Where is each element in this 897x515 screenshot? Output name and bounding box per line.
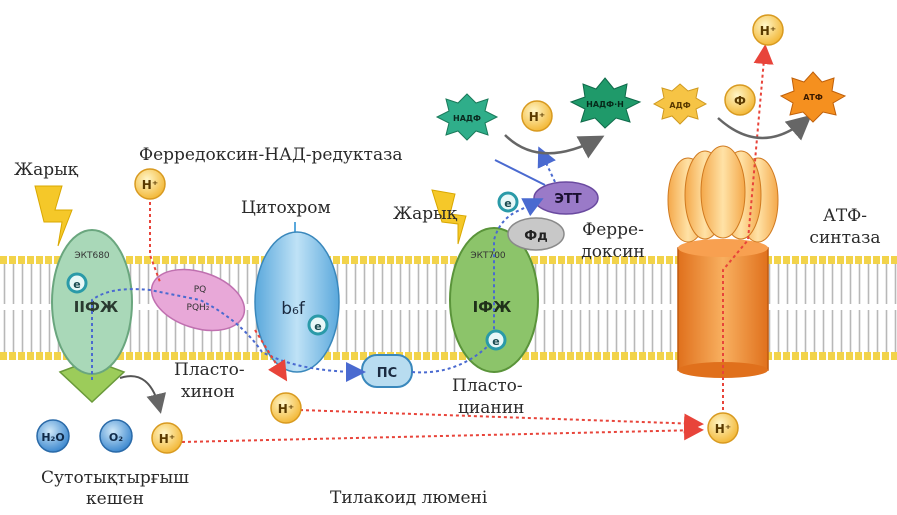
svg-text:e: e [492, 335, 499, 348]
svg-text:H⁺: H⁺ [278, 402, 294, 416]
proton-circle: H⁺ [753, 15, 783, 45]
ferredoxin-nad-reductase-label: Ферредоксин-НАД-редуктаза [139, 145, 403, 165]
water-split-arc [120, 376, 160, 410]
proton-circle: H⁺ [152, 423, 182, 453]
cytochrome-label: Цитохром [241, 198, 331, 218]
atp-synthase-stalk [678, 248, 768, 370]
svg-text:H⁺: H⁺ [529, 110, 545, 124]
phosphate-circle: Ф [725, 85, 755, 115]
svg-text:H⁺: H⁺ [715, 422, 731, 436]
atp-head-lobe [701, 146, 745, 238]
ett-label: ЭТТ [554, 192, 581, 207]
fd-label: Фд [524, 229, 547, 244]
electron-path-to-nadp [540, 150, 555, 182]
plastocyanin: ПС [362, 355, 412, 387]
ferredoxin-label-line1: Ферре- [568, 220, 658, 240]
svg-text:H⁺: H⁺ [760, 24, 776, 38]
nadp-reduction-arc [505, 135, 600, 153]
atp-synthase-head [668, 146, 778, 242]
svg-text:H⁺: H⁺ [159, 432, 175, 446]
electron-badge: e [68, 274, 86, 292]
nadp-starburst: НАДФ [437, 94, 497, 140]
electron-badge: e [309, 316, 327, 334]
plastocyanin-label-line1: Пласто- [452, 376, 523, 396]
proton-circle: H⁺ [522, 101, 552, 131]
p680-label: ЭКТ680 [74, 251, 110, 261]
svg-text:e: e [504, 197, 511, 210]
svg-text:НАДФ: НАДФ [453, 114, 481, 123]
light-bolt-left-icon [35, 186, 72, 246]
light-label-left: Жарық [14, 160, 78, 180]
svg-text:АТФ: АТФ [803, 93, 823, 102]
atp-starburst: АТФ [781, 72, 845, 122]
ferredoxin-label-line2: доксин [568, 242, 658, 262]
fnr-pointer [495, 160, 545, 185]
atp-synthase-label-line2: синтаза [800, 228, 890, 248]
svg-text:АДФ: АДФ [669, 101, 690, 110]
svg-text:H⁺: H⁺ [142, 178, 158, 192]
water-molecule: H₂O [37, 420, 69, 452]
cytochrome-b6f: b₆f [255, 222, 339, 372]
atp-formation-arc [718, 118, 808, 138]
plastoquinone-label-line2: хинон [181, 382, 235, 402]
proton-circle: H⁺ [271, 393, 301, 423]
svg-text:H₂O: H₂O [41, 431, 64, 444]
psii-label: IIФЖ [74, 298, 119, 316]
svg-text:O₂: O₂ [109, 431, 123, 444]
psi-label: IФЖ [473, 298, 512, 316]
light-label-right: Жарық [393, 204, 457, 224]
proton-circle: H⁺ [135, 169, 165, 199]
electron-badge: e [499, 193, 517, 211]
plastoquinone-label-line1: Пласто- [174, 360, 245, 380]
pc-label: ПС [377, 366, 397, 381]
pq-label: PQ [194, 285, 207, 295]
adp-starburst: АДФ [654, 84, 706, 124]
plastocyanin-label-line2: цианин [458, 398, 524, 418]
oxygen-molecule: O₂ [100, 420, 132, 452]
svg-text:Ф: Ф [734, 94, 746, 108]
svg-text:e: e [73, 278, 80, 291]
b6f-label: b₆f [281, 299, 306, 319]
photosystem-ii: ЭКТ680 IIФЖ [52, 230, 132, 402]
electron-badge: e [487, 331, 505, 349]
proton-lumen-to-synthase-2 [182, 430, 700, 442]
nadph-starburst: НАДФ·Н [571, 78, 640, 128]
proton-circle: H⁺ [708, 413, 738, 443]
svg-text:e: e [314, 320, 321, 333]
water-oxidizing-complex-label-line2: кешен [0, 489, 230, 509]
pqh2-label: PQH₂ [187, 303, 210, 313]
atp-synthase-label-line1: АТФ- [800, 206, 890, 226]
svg-text:НАДФ·Н: НАДФ·Н [586, 100, 624, 109]
thylakoid-lumen-label: Тилакоид люмені [330, 488, 487, 508]
atp-synthase-base [678, 362, 768, 378]
p700-label: ЭКТ700 [470, 251, 506, 261]
water-oxidizing-complex-label-line1: Сутотықтырғыш [0, 468, 230, 488]
